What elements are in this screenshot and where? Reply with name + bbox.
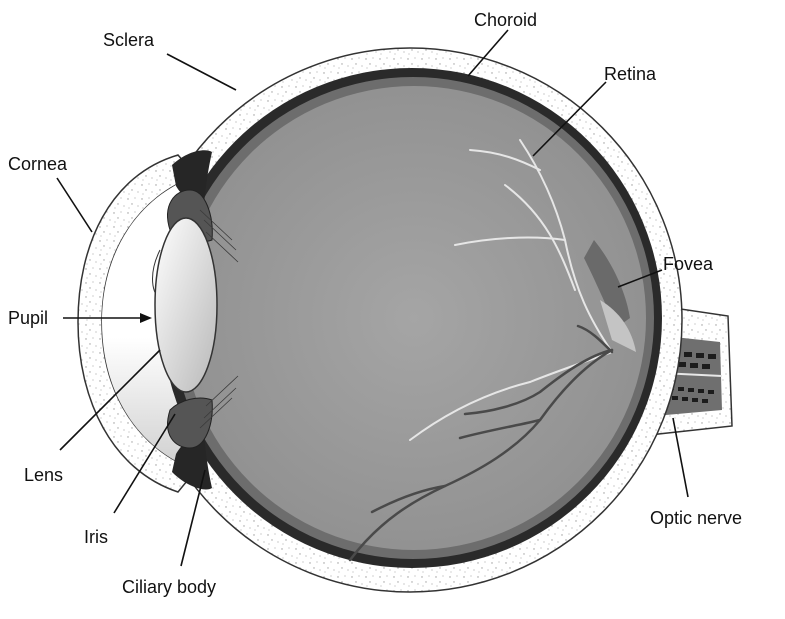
sclera-label: Sclera bbox=[103, 30, 155, 50]
lens bbox=[155, 218, 217, 392]
choroid-label: Choroid bbox=[474, 10, 537, 30]
lens-label: Lens bbox=[24, 465, 63, 485]
ciliary-body-label: Ciliary body bbox=[122, 577, 216, 597]
pupil-label: Pupil bbox=[8, 308, 48, 328]
iris-label: Iris bbox=[84, 527, 108, 547]
cornea-leader-line bbox=[57, 178, 92, 232]
sclera-leader-line bbox=[167, 54, 236, 90]
optic-nerve-label: Optic nerve bbox=[650, 508, 742, 528]
vitreous-body bbox=[182, 86, 646, 550]
retina-label: Retina bbox=[604, 64, 657, 84]
cornea-label: Cornea bbox=[8, 154, 68, 174]
fovea-label: Fovea bbox=[663, 254, 714, 274]
